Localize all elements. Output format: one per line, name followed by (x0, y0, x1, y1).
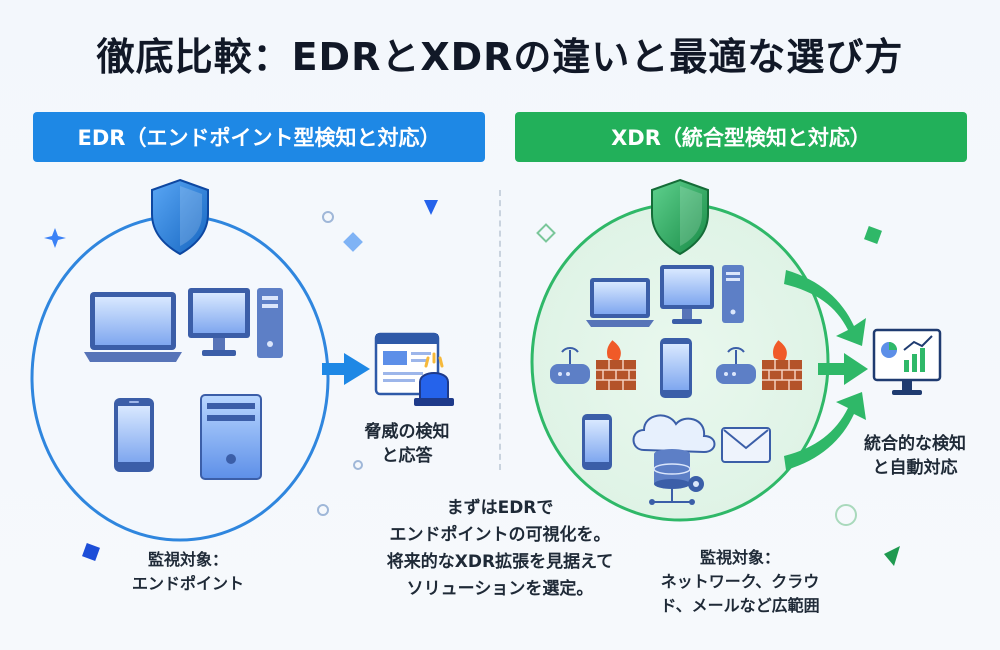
edr-threat-label: 脅威の検知 と応答 (352, 420, 462, 468)
xdr-header: XDR（統合型検知と対応） (515, 112, 967, 162)
edr-header: EDR（エンドポイント型検知と対応） (33, 112, 485, 162)
cloud-database-icon (632, 414, 716, 505)
router-icon (550, 347, 590, 384)
triangle-icon (424, 200, 438, 215)
router-icon (716, 347, 756, 384)
center-note-line2: エンドポイントの可視化を。 (389, 525, 611, 545)
server-icon (200, 394, 262, 480)
shield-icon (651, 178, 709, 256)
center-note-line4: ソリューションを選定。 (406, 579, 594, 599)
shield-icon (151, 178, 209, 256)
edr-scope-circle (30, 214, 330, 542)
xdr-result-line2: と自動対応 (872, 458, 958, 478)
edr-target-line2: エンドポイント (131, 574, 244, 593)
laptop-icon (84, 292, 182, 362)
edr-target-line1: 監視対象： (147, 550, 228, 569)
tower-icon (257, 288, 283, 358)
arrow-right-icon (784, 270, 868, 470)
center-divider (499, 190, 501, 470)
diamond-icon (343, 232, 363, 252)
arrow-right-icon (322, 353, 370, 385)
smartphone-icon (582, 414, 612, 470)
mail-icon (721, 427, 771, 463)
center-note-line1: まずはEDRで (446, 498, 554, 518)
xdr-result-label: 統合的な検知 と自動対応 (840, 432, 990, 480)
diamond-icon-2 (82, 543, 100, 561)
smartphone-icon (660, 338, 692, 398)
smartphone-icon (114, 398, 154, 472)
dashboard-icon (872, 328, 942, 395)
firewall-icon (596, 340, 636, 390)
edr-target-label: 監視対象： エンドポイント (108, 548, 268, 596)
center-recommendation: まずはEDRで エンドポイントの可視化を。 将来的なXDR拡張を見据えて ソリュ… (360, 495, 640, 603)
xdr-target-line3: ド、メールなど広範囲 (660, 596, 820, 615)
desktop-icon (188, 288, 250, 356)
xdr-target-line2: ネットワーク、クラウ (660, 572, 820, 591)
xdr-target-label: 監視対象： ネットワーク、クラウ ド、メールなど広範囲 (640, 546, 840, 618)
page-title: 徹底比較：EDRとXDRの違いと最適な選び方 (96, 35, 904, 79)
tower-icon (722, 265, 744, 323)
xdr-target-line1: 監視対象： (699, 548, 780, 567)
edr-threat-line1: 脅威の検知 (364, 422, 450, 442)
diamond-icon-3 (864, 226, 882, 244)
firewall-icon (762, 340, 802, 390)
edr-threat-line2: と応答 (381, 446, 433, 466)
laptop-icon (586, 278, 654, 327)
sparkle-icon (44, 228, 66, 248)
xdr-result-line1: 統合的な検知 (864, 434, 966, 454)
center-note-line3: 将来的なXDR拡張を見据えて (386, 552, 614, 572)
triangle-icon-2 (884, 546, 900, 566)
alert-siren-icon (374, 332, 454, 406)
desktop-icon (660, 265, 714, 324)
